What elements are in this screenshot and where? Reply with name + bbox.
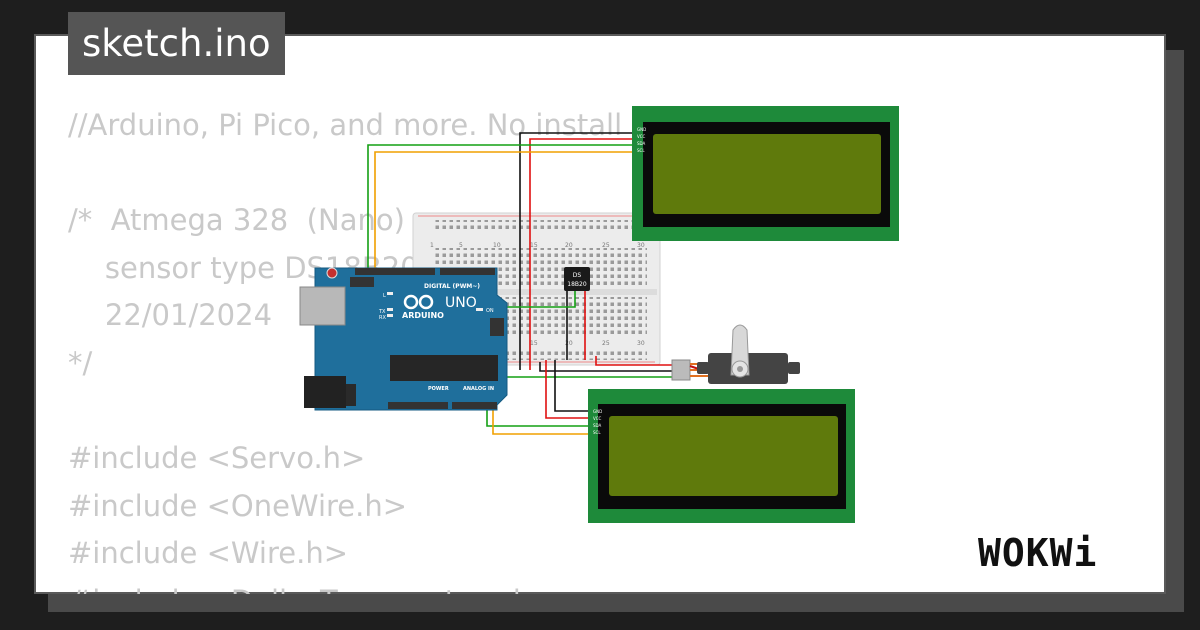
code-line: */ xyxy=(68,345,93,380)
rx-label: RX xyxy=(379,315,386,321)
header-top-right xyxy=(440,268,495,275)
header-power xyxy=(388,402,448,409)
sensor-label: DS xyxy=(573,272,582,279)
lcd-pin-label: SCL xyxy=(593,430,601,435)
reset-button-icon xyxy=(326,267,338,279)
usb-port xyxy=(299,286,346,326)
wokwi-logo-text: WOKWi xyxy=(978,531,1097,575)
power-label: POWER xyxy=(428,386,449,392)
lcd-pin-label: VCC xyxy=(637,134,646,139)
breadboard-col-label: 15 xyxy=(530,242,538,249)
file-tab[interactable]: sketch.ino xyxy=(68,12,285,75)
wire-red xyxy=(529,138,634,370)
on-label: ON xyxy=(486,308,494,314)
code-line: #include <OneWire.h> xyxy=(68,488,408,523)
breadboard-col-label: 20 xyxy=(565,340,573,347)
wokwi-logo: WOKWi xyxy=(978,531,1097,575)
breadboard-col-label: 25 xyxy=(602,242,610,249)
atmega-chip xyxy=(390,355,498,381)
arduino-infinity-icon xyxy=(403,294,434,310)
wire-black xyxy=(539,362,672,372)
header-top-left xyxy=(355,268,435,275)
servo-motor[interactable] xyxy=(671,324,800,384)
breadboard-col-label: 1 xyxy=(430,242,434,249)
header-analog xyxy=(452,402,497,409)
breadboard-col-label: 30 xyxy=(637,340,645,347)
wire-red xyxy=(545,360,590,419)
power-jack xyxy=(304,376,346,408)
wire-orange xyxy=(374,151,634,270)
bottom-shadow xyxy=(48,594,1184,612)
lcd-pin-label: GND xyxy=(593,409,602,414)
breadboard-col-label: 10 xyxy=(493,242,501,249)
breadboard-col-label: 25 xyxy=(602,340,610,347)
wire-green xyxy=(367,144,634,270)
breadboard-col-label: 30 xyxy=(637,242,645,249)
l-led-label: L xyxy=(383,293,386,299)
uno-label: UNO xyxy=(445,295,477,311)
digital-label: DIGITAL (PWM~) xyxy=(424,283,480,290)
breadboard-col-label: 15 xyxy=(530,340,538,347)
breadboard-col-label: 20 xyxy=(565,242,573,249)
analog-label: ANALOG IN xyxy=(463,386,494,392)
lcd-pin-label: VCC xyxy=(593,416,602,421)
breadboard-col-label: 5 xyxy=(459,242,463,249)
arduino-uno[interactable]: DIGITAL (PWM~) UNO ARDUINO L TX RX ON PO… xyxy=(299,267,508,411)
wire-green xyxy=(486,410,590,427)
wire-red xyxy=(595,356,672,366)
lcd-display-bottom[interactable]: GND VCC SDA SCL xyxy=(588,389,855,523)
wire-black xyxy=(554,360,590,412)
code-line: //Arduino, Pi Pico, and more. No install xyxy=(68,108,623,142)
tx-label: TX xyxy=(378,309,386,315)
servo-connector xyxy=(671,359,691,381)
sensor-label: 18B20 xyxy=(567,281,587,288)
code-line: 22/01/2024 xyxy=(68,298,273,333)
arduino-brand: ARDUINO xyxy=(402,311,444,320)
lcd-display-top[interactable]: GND VCC SDA SCL xyxy=(632,106,899,241)
code-line: /* Atmega 328 (Nano) xyxy=(68,203,405,238)
wire-orange xyxy=(492,410,590,435)
ds18b20-sensor[interactable]: DS 18B20 xyxy=(564,267,590,291)
lcd-pin-label: SDA xyxy=(637,141,646,146)
lcd-pin-label: SDA xyxy=(593,423,602,428)
code-line: #include <Servo.h> xyxy=(68,441,366,476)
lcd-pin-label: SCL xyxy=(637,148,645,153)
wire-black xyxy=(519,132,634,370)
lcd-pin-label: GND xyxy=(637,127,646,132)
code-line: #include <Wire.h> xyxy=(68,536,349,571)
